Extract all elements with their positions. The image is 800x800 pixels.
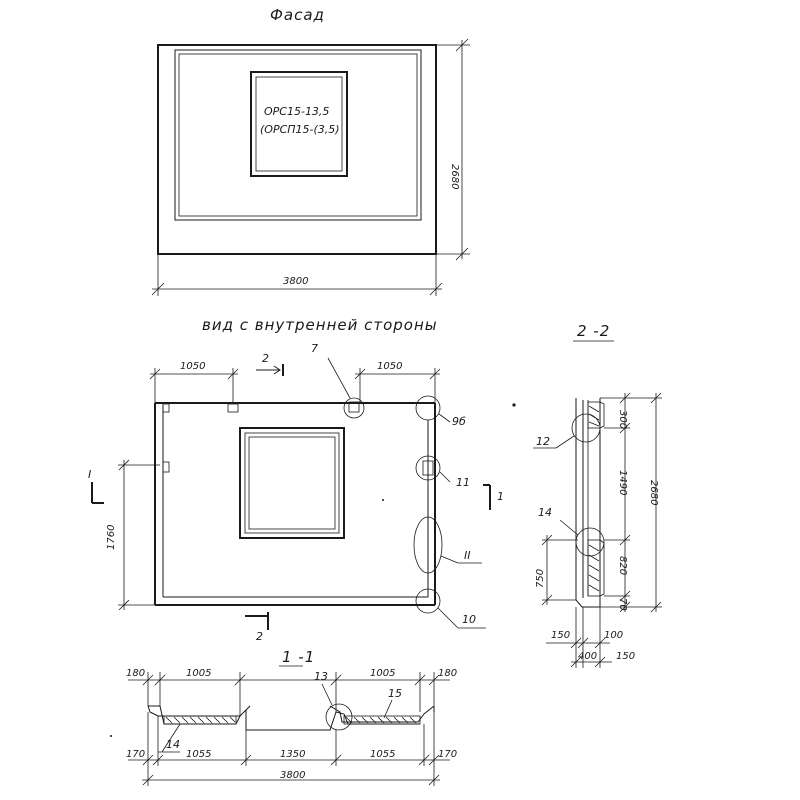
section-22-d400: 400 <box>578 651 597 662</box>
section-11-c13: 13 <box>314 670 328 683</box>
section-22-bottom-dimensions: 150 100 400 150 <box>546 607 635 668</box>
inner-panel <box>154 402 436 606</box>
section-11-callout-14: 14 <box>158 723 181 753</box>
facade-panel: ОРС15-13,5 (ОРСП15-(3,5) <box>157 44 437 255</box>
inner-dim-right-top: 1050 <box>377 361 402 372</box>
section-11-top-dimensions: 180 1005 1005 180 <box>126 668 457 716</box>
section-22-right-dimensions: 300 1490 2680 820 70 <box>600 392 662 613</box>
inner-dim-left-top: 1050 <box>180 361 205 372</box>
section-22-d70: 70 <box>617 598 628 611</box>
stray-dot <box>382 499 384 501</box>
inner-left-dimension: 1760 <box>106 459 160 611</box>
callout-II-label: II <box>464 549 471 562</box>
cut-marker-2-bottom: 2 <box>245 612 269 643</box>
section-22-d300: 300 <box>617 410 628 429</box>
section-22-title: 2 -2 <box>577 322 610 340</box>
section-22-c14: 14 <box>538 506 552 519</box>
cut-2-top-label: 2 <box>262 352 269 365</box>
stray-dot <box>512 403 516 407</box>
facade-mark-line1: ОРС15-13,5 <box>264 105 329 118</box>
facade-title: Фасад <box>270 6 325 24</box>
section-22-d100: 100 <box>604 630 623 641</box>
section-22-callout-12: 12 <box>533 413 601 449</box>
facade-width-label: 3800 <box>283 276 308 287</box>
section-22-d1490: 1490 <box>617 470 628 495</box>
callout-11-label: 11 <box>456 476 470 489</box>
section-11-d1055-left: 1055 <box>186 749 211 760</box>
section-11-d1005-right: 1005 <box>370 668 395 679</box>
section-22-profile <box>575 398 605 608</box>
stray-dot <box>110 735 112 737</box>
section-11-d170-right: 170 <box>438 749 457 760</box>
callout-9b: 9б <box>415 395 466 428</box>
section-11-c15: 15 <box>388 687 402 700</box>
section-11-profile <box>147 705 435 731</box>
callout-10: 10 <box>415 588 486 629</box>
section-11-d3800: 3800 <box>280 770 305 781</box>
callout-9b-label: 9б <box>452 415 466 428</box>
callout-7-label: 7 <box>311 342 318 355</box>
section-22-d820: 820 <box>617 556 628 575</box>
section-22-c12: 12 <box>536 435 550 448</box>
section-11-d1005-left: 1005 <box>186 668 211 679</box>
cut-1-left-label: I <box>88 468 91 481</box>
facade-mark-line2: (ОРСП15-(3,5) <box>260 123 340 136</box>
section-11-callout-13: 13 <box>314 670 353 731</box>
callout-II: II <box>413 516 482 574</box>
section-11-title: 1 -1 <box>282 648 315 666</box>
section-22-d150b: 150 <box>616 651 635 662</box>
section-11-d1350: 1350 <box>280 749 305 760</box>
section-22-d150a: 150 <box>551 630 570 641</box>
section-22-callout-14: 14 <box>538 506 605 557</box>
cut-marker-2-top: 2 <box>256 352 284 376</box>
section-22-left-dimension: 750 <box>535 534 578 606</box>
cut-marker-1-right: 1 <box>483 484 504 510</box>
callout-11: 11 <box>415 455 470 489</box>
section-22-d750: 750 <box>535 569 546 588</box>
section-11-c14: 14 <box>166 738 180 751</box>
inner-top-dimensions: 1050 1050 <box>149 361 441 403</box>
facade-height-label: 2680 <box>449 164 460 189</box>
cut-marker-1-left: I <box>88 468 104 504</box>
callout-10-label: 10 <box>462 613 476 626</box>
section-11-d180-right: 180 <box>438 668 457 679</box>
section-11-d1055-right: 1055 <box>370 749 395 760</box>
section-11-bottom-dimensions: 170 1055 1350 1055 170 3800 <box>126 712 457 786</box>
facade-height-dimension: 2680 <box>436 38 470 261</box>
section-11-d170-left: 170 <box>126 749 145 760</box>
facade-width-dimension: 3800 <box>151 254 443 296</box>
cut-1-right-label: 1 <box>497 490 504 503</box>
inner-view-title: вид с внутренней стороны <box>202 316 438 334</box>
section-11-callout-15: 15 <box>383 687 402 719</box>
inner-dim-left-height: 1760 <box>106 525 117 550</box>
callout-7: 7 <box>311 342 365 419</box>
section-22-d2680: 2680 <box>648 480 659 505</box>
cut-2-bottom-label: 2 <box>256 630 263 643</box>
section-11-d180-left: 180 <box>126 668 145 679</box>
